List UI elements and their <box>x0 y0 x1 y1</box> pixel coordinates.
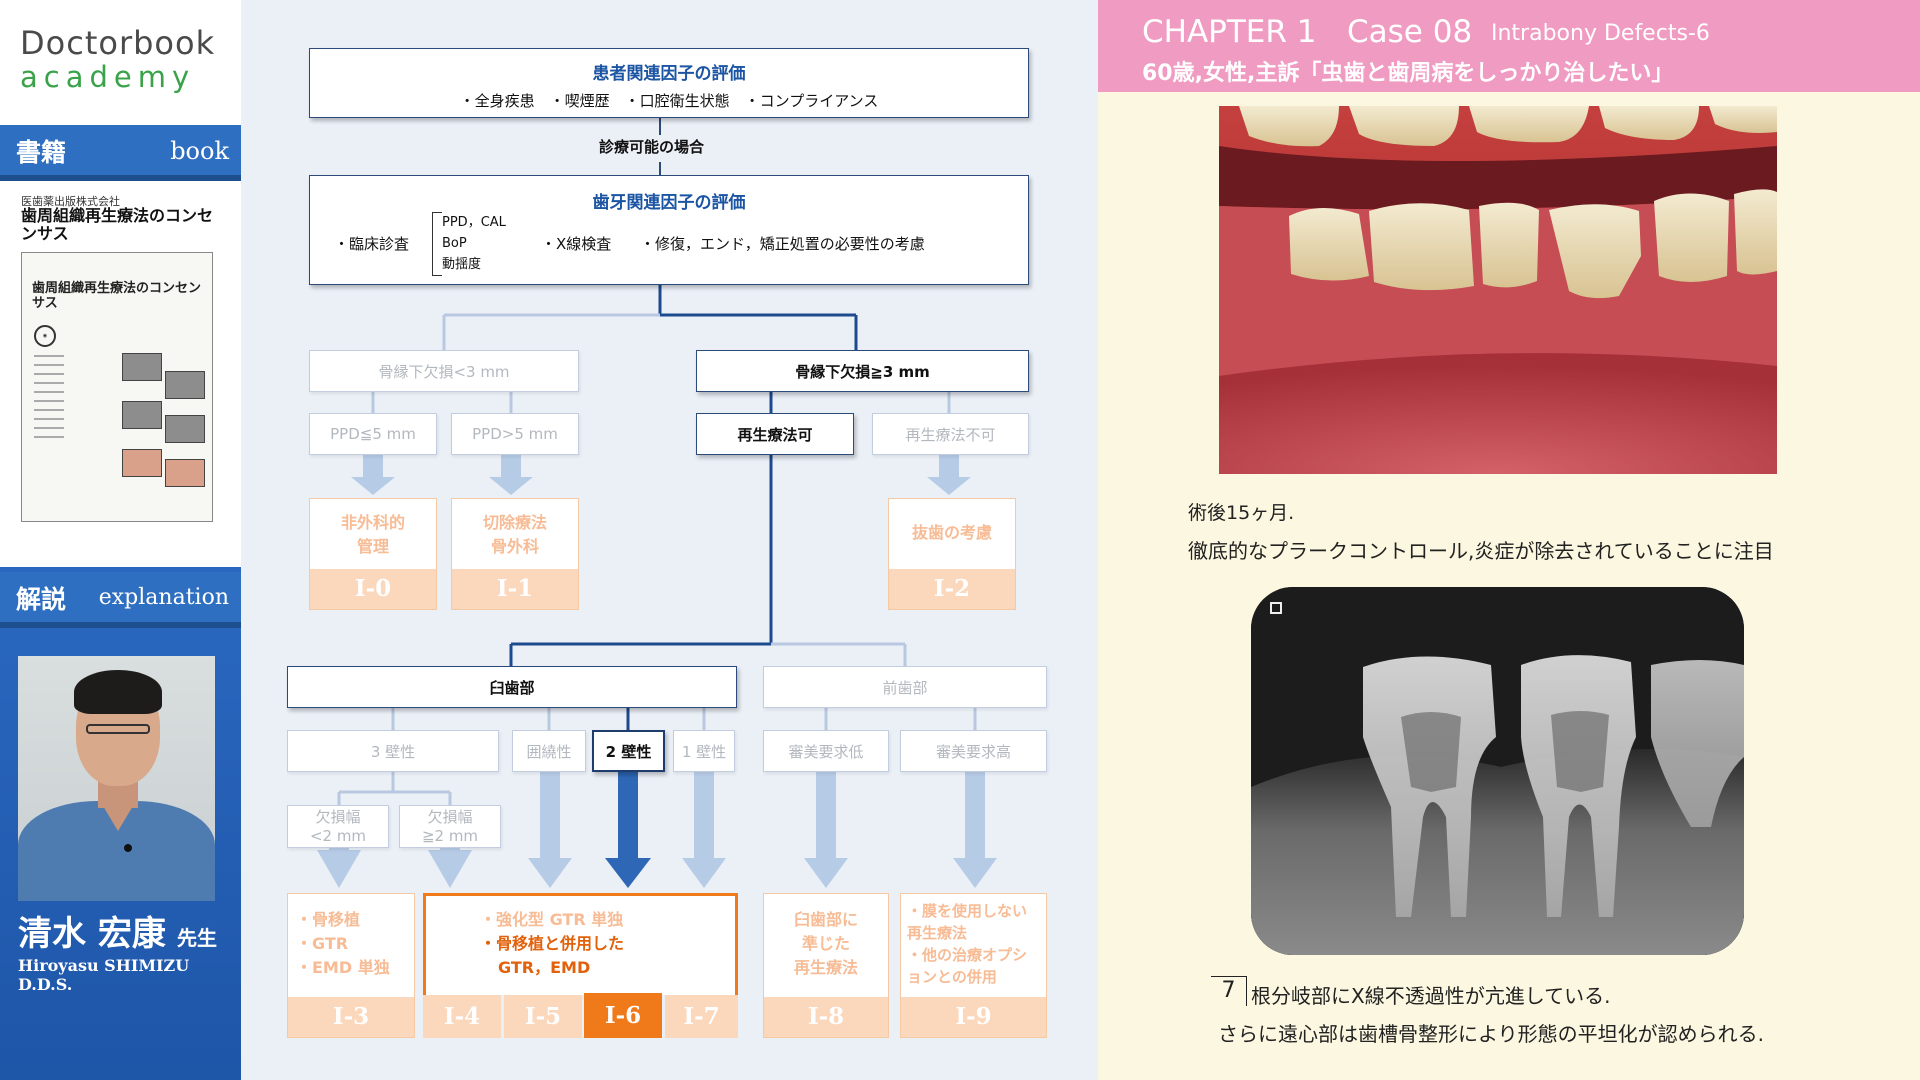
cover-badge-icon: ◉ <box>34 325 56 347</box>
cover-clinical-thumb <box>165 459 205 487</box>
ppd-gt5: PPD>5 mm <box>451 413 579 455</box>
book-title: 歯周組織再生療法のコンセンサス <box>21 207 221 243</box>
cover-xray-thumb <box>165 415 205 443</box>
xray-image <box>1251 587 1744 955</box>
logo-doctorbook[interactable]: Doctorbook <box>20 24 215 62</box>
cover-xray-thumb <box>165 371 205 399</box>
anterior-region: 前歯部 <box>763 666 1047 708</box>
patient-summary: 60歳,女性,主訴「虫歯と歯周病をしっかり治したい」 <box>1142 55 1673 87</box>
outcome-i5-code: I-5 <box>504 995 582 1038</box>
bone-defect-ge3: 骨縁下欠損≧3 mm <box>696 350 1029 392</box>
patient-factors-box: 患者関連因子の評価 ・全身疾患 ・喫煙歴 ・口腔衛生状態 ・コンプライアンス <box>309 48 1029 118</box>
molar-region: 臼歯部 <box>287 666 737 708</box>
cover-title: 歯周組織再生療法のコンセンサス <box>32 281 202 311</box>
clinical-photo <box>1219 106 1777 474</box>
esthetic-high: 審美要求高 <box>900 730 1047 772</box>
clinical-sublist: PPD，CAL BoP 動揺度 <box>442 212 506 275</box>
tooth-factors-title: 歯牙関連因子の評価 <box>310 188 1028 213</box>
clinical-exam: ・臨床診査 <box>334 233 409 254</box>
patient-factors-items: ・全身疾患 ・喫煙歴 ・口腔衛生状態 ・コンプライアンス <box>310 90 1028 111</box>
outcome-i8: 臼歯部に 準じた 再生療法 I-8 <box>763 893 889 1038</box>
wall-circumferential: 囲繞性 <box>512 730 586 772</box>
presenter-name-en: Hiroyasu SHIMIZU D.D.S. <box>18 956 241 994</box>
outcome-i5: I-5 <box>504 995 582 1038</box>
cover-text-lines <box>34 355 84 445</box>
defect-width-ge2: 欠損幅 ≧2 mm <box>399 805 501 848</box>
clinical-sub-bop: BoP <box>442 233 506 254</box>
clinical-sub-ppd: PPD，CAL <box>442 212 506 233</box>
outcome-i46-line3: GTR，EMD <box>498 956 590 980</box>
clinical-sub-mobility: 動揺度 <box>442 254 506 275</box>
outcome-i4-i7: ・強化型 GTR 単独 ・骨移植と併用した GTR，EMD <box>423 893 738 995</box>
divider <box>0 175 241 181</box>
outcome-i46-line1: ・強化型 GTR 単独 <box>480 908 623 932</box>
outcome-i8-text: 臼歯部に 準じた 再生療法 <box>764 894 888 980</box>
flowchart: 患者関連因子の評価 ・全身疾患 ・喫煙歴 ・口腔衛生状態 ・コンプライアンス 診… <box>241 0 1098 1080</box>
caption-xray-1: 根分岐部にX線不透過性が亢進している. <box>1251 980 1610 1009</box>
section-book-jp: 書籍 <box>16 133 66 169</box>
section-explanation-en: explanation <box>99 585 229 610</box>
cover-xray-thumb <box>122 401 162 429</box>
bracket <box>432 212 442 276</box>
outcome-i0-code: I-0 <box>310 569 436 609</box>
book-cover[interactable]: 歯周組織再生療法のコンセンサス ◉ <box>21 252 213 522</box>
outcome-i3-code: I-3 <box>288 997 414 1037</box>
regen-possible: 再生療法可 <box>696 413 854 455</box>
patient-factors-title: 患者関連因子の評価 <box>310 59 1028 84</box>
presenter-photo <box>18 656 215 901</box>
chapter-label: CHAPTER 1 <box>1142 14 1317 50</box>
outcome-i8-code: I-8 <box>764 997 888 1037</box>
outcome-i2-code: I-2 <box>889 569 1015 609</box>
divider <box>0 622 241 628</box>
bone-defect-lt3: 骨縁下欠損<3 mm <box>309 350 579 392</box>
section-book-bar: 書籍 book <box>0 125 241 175</box>
defect-width-lt2: 欠損幅 <2 mm <box>287 805 389 848</box>
outcome-i6-code[interactable]: I-6 <box>584 993 662 1038</box>
case-label: Case 08 <box>1347 14 1472 50</box>
cover-xray-thumb <box>122 353 162 381</box>
outcome-i4-code: I-4 <box>423 995 501 1038</box>
caption-xray-2: さらに遠心部は歯槽骨整形により形態の平坦化が認められる. <box>1218 1018 1764 1047</box>
section-book-en: book <box>170 137 229 165</box>
cover-clinical-thumb <box>122 449 162 477</box>
logo-academy[interactable]: academy <box>20 60 195 94</box>
outcome-i3-text: ・骨移植 ・GTR ・EMD 単独 <box>296 908 390 980</box>
outcome-i7: I-7 <box>665 995 738 1038</box>
regen-not-possible: 再生療法不可 <box>872 413 1029 455</box>
restorative-consider: ・修復，エンド，矯正処置の必要性の考慮 <box>640 233 925 254</box>
wall-3: 3 壁性 <box>287 730 499 772</box>
outcome-i1-code: I-1 <box>452 569 578 609</box>
xray-exam: ・X線検査 <box>541 233 611 254</box>
case-subtitle: Intrabony Defects-6 <box>1491 21 1710 46</box>
outcome-i0-text: 非外科的 管理 <box>310 499 436 559</box>
caption-note: 徹底的なプラークコントロール,炎症が除去されていることに注目 <box>1188 535 1774 564</box>
tooth-factors-box: 歯牙関連因子の評価 ・臨床診査 PPD，CAL BoP 動揺度 ・X線検査 ・修… <box>309 175 1029 285</box>
ppd-le5: PPD≦5 mm <box>309 413 437 455</box>
outcome-i0: 非外科的 管理 I-0 <box>309 498 437 610</box>
outcome-i9-code: I-9 <box>901 997 1046 1037</box>
esthetic-low: 審美要求低 <box>763 730 889 772</box>
section-explanation-jp: 解説 <box>16 580 66 616</box>
outcome-i2: 抜歯の考慮 I-2 <box>888 498 1016 610</box>
presenter-name: 清水 宏康 <box>18 906 166 955</box>
outcome-i46-line2: ・骨移植と併用した <box>480 932 624 956</box>
tooth-number: 7 <box>1211 976 1247 1006</box>
wall-2: 2 壁性 <box>592 730 665 772</box>
caption-post-op: 術後15ヶ月. <box>1188 498 1294 525</box>
outcome-i3: ・骨移植 ・GTR ・EMD 単独 I-3 <box>287 893 415 1038</box>
wall-1: 1 壁性 <box>673 730 735 772</box>
outcome-i6[interactable]: I-6 <box>584 993 662 1038</box>
outcome-i2-text: 抜歯の考慮 <box>889 499 1015 545</box>
section-explanation-bar: 解説 explanation <box>0 572 241 622</box>
outcome-i7-code: I-7 <box>665 995 738 1038</box>
outcome-i4: I-4 <box>423 995 501 1038</box>
sidebar: Doctorbook academy 書籍 book 医歯薬出版株式会社 歯周組… <box>0 0 241 1080</box>
outcome-i1: 切除療法 骨外科 I-1 <box>451 498 579 610</box>
outcome-i9: ・膜を使用しない 再生療法 ・他の治療オプシ ョンとの併用 I-9 <box>900 893 1047 1038</box>
treatable-label: 診療可能の場合 <box>599 136 704 157</box>
presenter-honorific: 先生 <box>177 922 217 951</box>
outcome-i9-text: ・膜を使用しない 再生療法 ・他の治療オプシ ョンとの併用 <box>907 900 1027 988</box>
outcome-i1-text: 切除療法 骨外科 <box>452 499 578 559</box>
microphone-icon <box>124 844 132 852</box>
